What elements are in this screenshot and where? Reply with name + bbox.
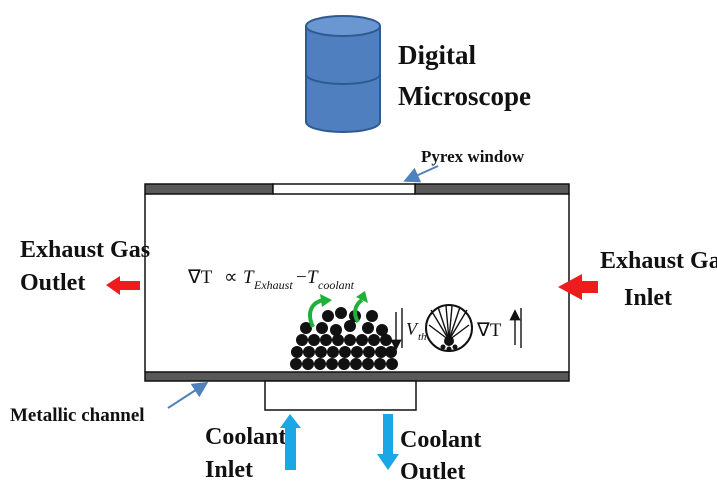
pyrex-window [272,183,416,195]
equation-minus: − [296,267,307,288]
equation-t2-sub: coolant [318,278,355,292]
coolant-outlet-arrow [377,414,399,470]
soot-particles [290,307,398,370]
equation-t1: T [243,267,255,288]
green-curved-arrow-right [353,291,368,324]
thermo-grad: ∇T [476,320,502,341]
microscope-icon [305,15,381,133]
microscope-label-line2: Microscope [398,81,531,111]
particle-gradient-icon [425,304,473,352]
equation-t1-sub: Exhaust [253,278,293,292]
coolant-inlet-arrow [280,414,301,470]
pyrex-window-label: Pyrex window [421,147,525,166]
green-curved-arrow-left [308,294,332,328]
exhaust-outlet-arrow [106,276,140,295]
coolant-inlet-label-line1: Coolant [205,424,286,450]
exhaust-inlet-label-line1: Exhaust Gas [600,248,717,274]
coolant-block [264,380,417,411]
equation-t2: T [307,267,319,288]
gradient-equation: ∇T ∝ T Exhaust − T coolant [187,267,355,292]
pyrex-pointer [403,165,439,183]
equation-prop: ∝ [224,267,238,288]
metallic-channel-label: Metallic channel [10,405,145,426]
equation-grad: ∇T [187,267,213,288]
microscope-label-line1: Digital [398,40,476,70]
vth-symbol: V [406,319,419,339]
metallic-channel-pointer [167,381,209,409]
vth-subscript: th [418,331,427,343]
bottom-wall [144,371,570,382]
coolant-inlet-label-line2: Inlet [205,457,253,483]
exhaust-inlet-arrow [558,274,598,300]
exhaust-outlet-label-line1: Exhaust Gas [20,237,150,263]
exhaust-outlet-label-line2: Outlet [20,270,85,296]
coolant-outlet-label-line2: Outlet [400,459,465,485]
exhaust-inlet-label-line2: Inlet [624,285,672,311]
coolant-outlet-label-line1: Coolant [400,427,481,453]
